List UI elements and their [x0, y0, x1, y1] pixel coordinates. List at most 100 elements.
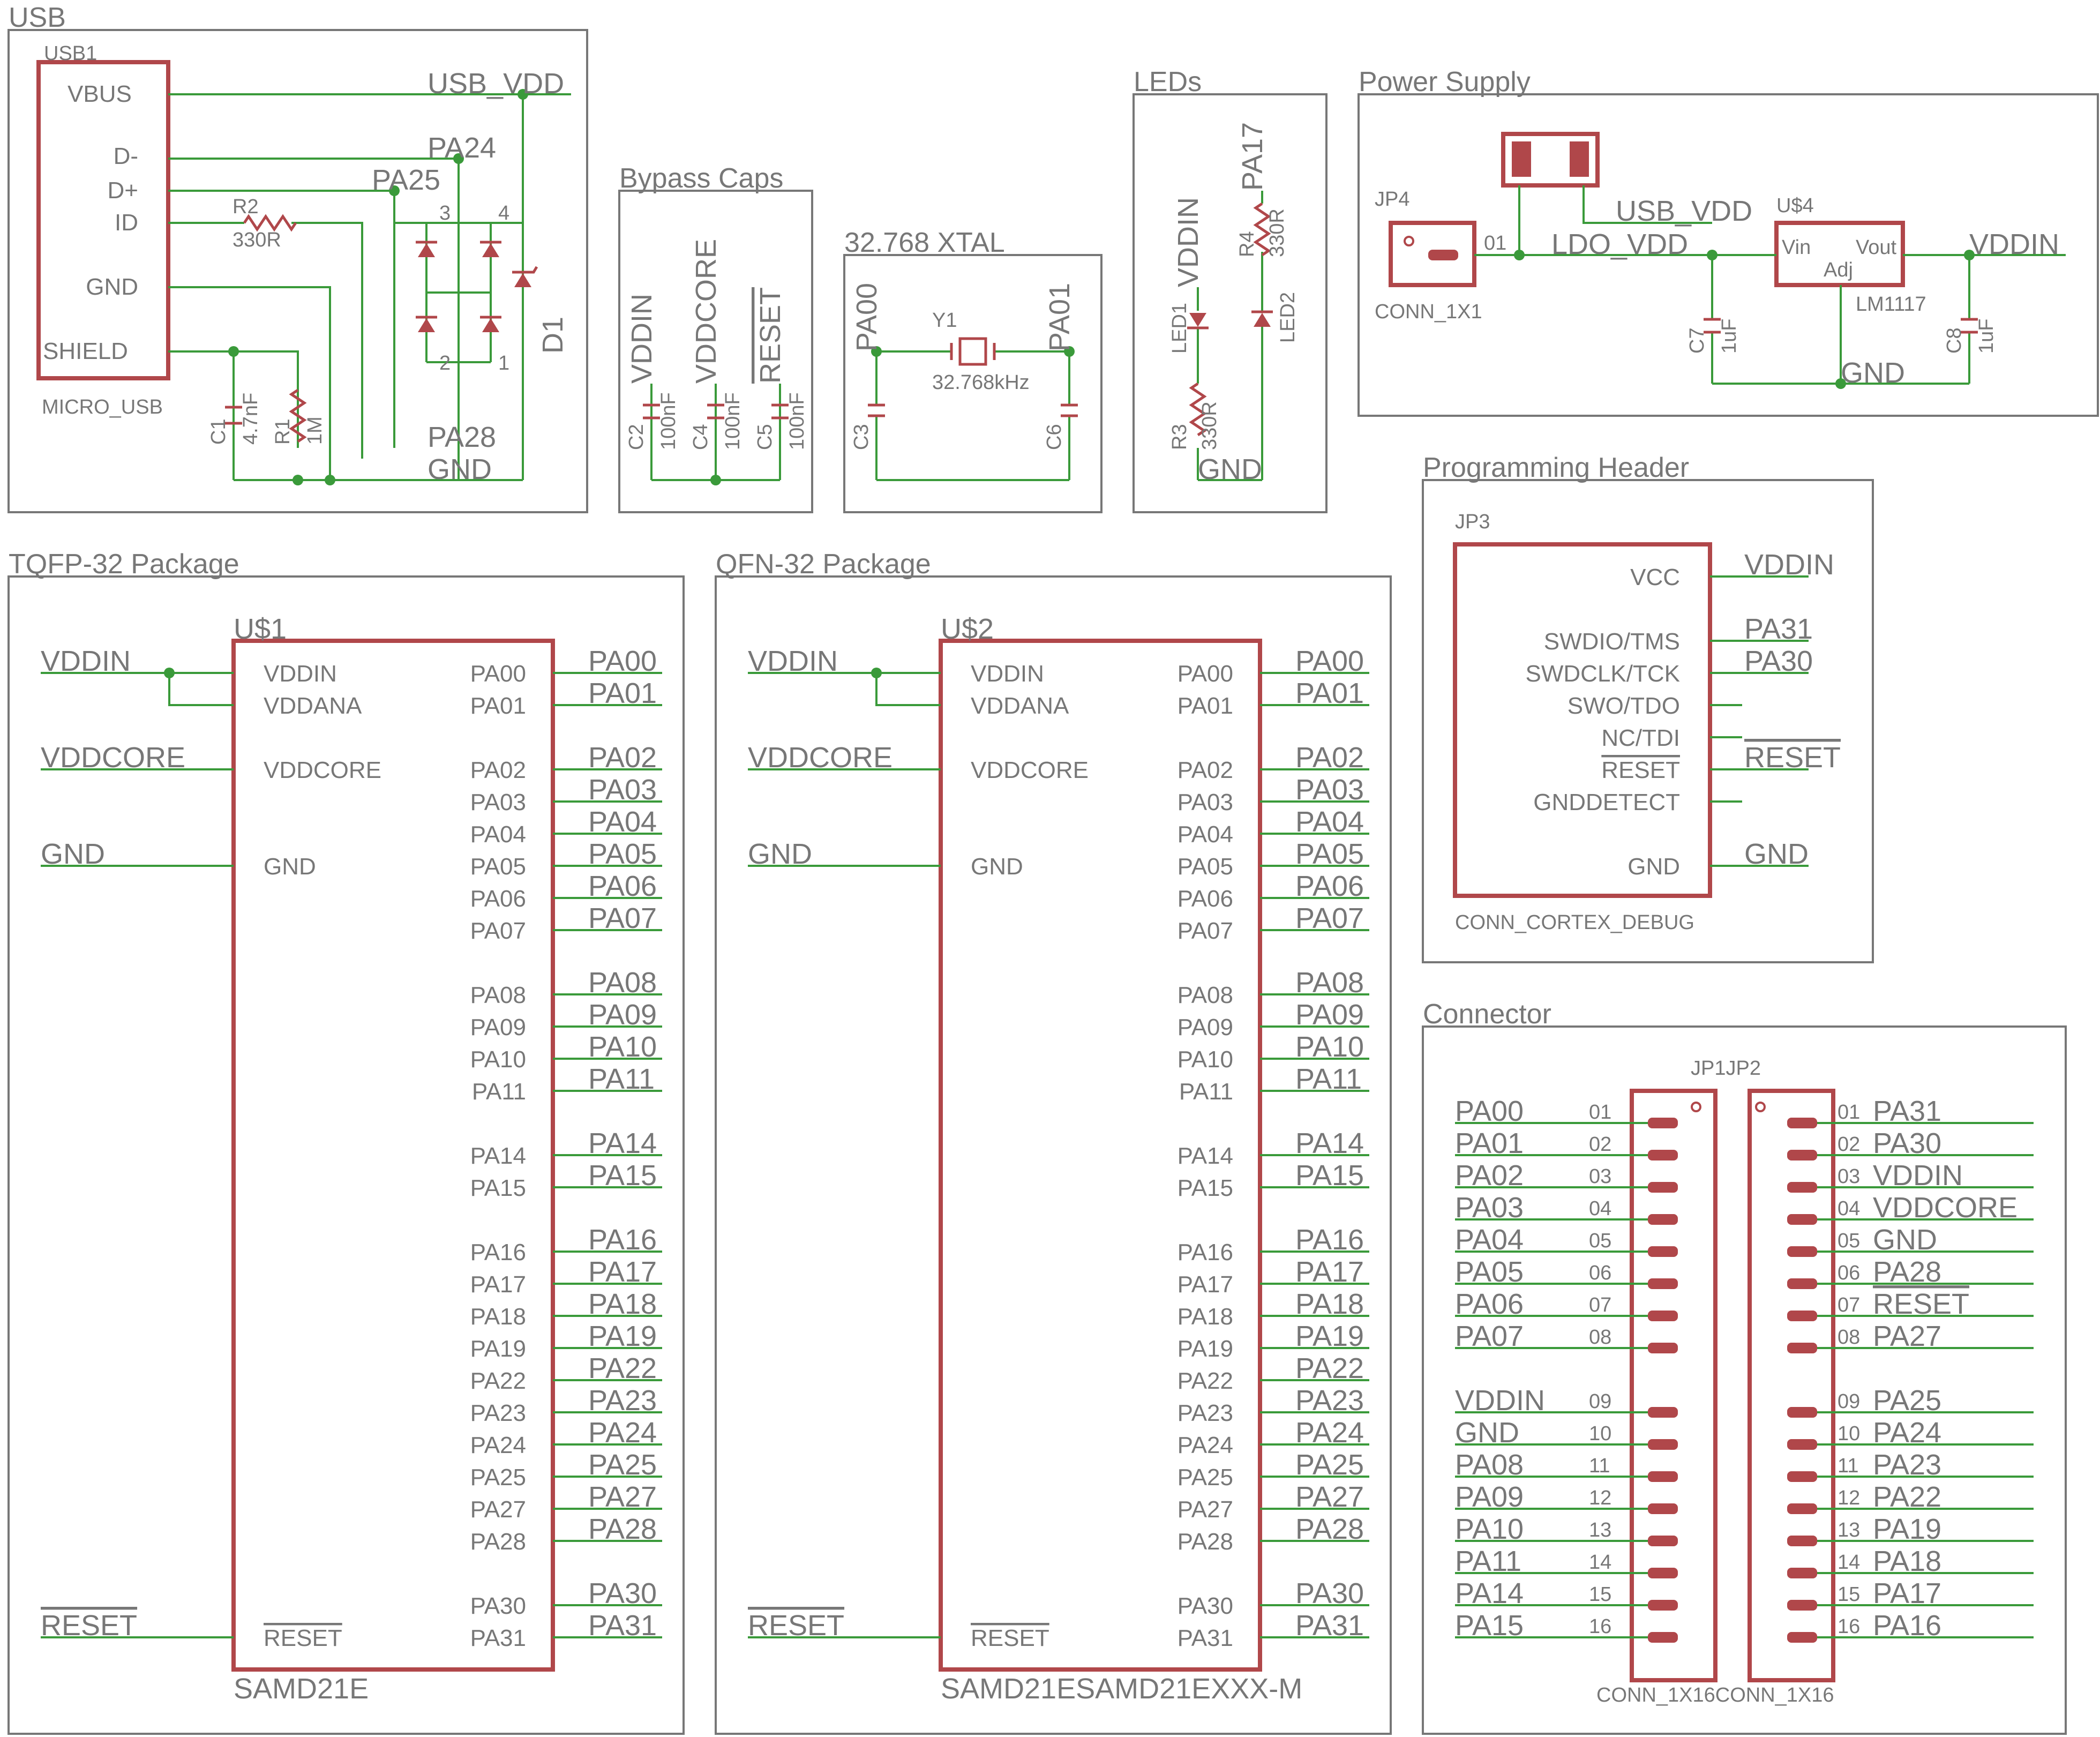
u2-net-pa04: PA04: [1295, 806, 1364, 838]
jp3-pin-6: GNDDETECT: [1533, 789, 1680, 815]
c5-value: 100nF: [786, 392, 808, 450]
u2-pin-pa17: PA17: [1178, 1271, 1233, 1298]
usb-title: USB: [9, 2, 66, 33]
jp4-value: CONN_1X1: [1375, 301, 1482, 323]
u2-net-pa16: PA16: [1295, 1224, 1364, 1256]
u2-pin-pa15: PA15: [1178, 1175, 1233, 1201]
jp1-pinnum-16: 16: [1589, 1615, 1611, 1638]
jp2-net-08: PA27: [1873, 1320, 1941, 1352]
jp2-pad-14: [1787, 1568, 1817, 1578]
usb1-ref: USB1: [44, 42, 97, 65]
jp2-pad-15: [1787, 1600, 1817, 1611]
u1-pin-pa11: PA11: [472, 1079, 526, 1105]
jp2-net-04: VDDCORE: [1873, 1192, 2018, 1224]
u1-pin-pa23: PA23: [470, 1400, 526, 1426]
y1-crystal: [958, 337, 987, 366]
u2-leftnet-gnd: GND: [748, 838, 812, 870]
u1-pin-pa17: PA17: [470, 1271, 526, 1298]
jp3-pin-7: GND: [1628, 853, 1680, 880]
jp2-net-07: RESET: [1873, 1288, 1969, 1320]
jp1-pad-13: [1648, 1536, 1678, 1546]
power-title: Power Supply: [1359, 66, 1531, 98]
u1-pin-pa15: PA15: [470, 1175, 526, 1201]
usb-pin-dplus: D+: [108, 177, 138, 204]
jp1-pinnum-11: 11: [1589, 1455, 1610, 1477]
u2-pin-gnd: GND: [971, 853, 1023, 880]
u1-net-pa16: PA16: [588, 1224, 657, 1256]
r3-value: 330R: [1198, 401, 1221, 450]
connector-section: Connector JP1JP2 CONN_1X16CONN_1X16 01PA…: [1422, 999, 2067, 1735]
u1-pin-pa14: PA14: [470, 1143, 526, 1169]
u2-pin-pa05: PA05: [1178, 853, 1233, 880]
u1-leftnet-vddin: VDDIN: [41, 645, 131, 677]
u2-pin-pa02: PA02: [1178, 757, 1233, 783]
jp1-net-01: PA00: [1455, 1095, 1524, 1127]
jp1-pinnum-10: 10: [1589, 1422, 1611, 1445]
u1-net-pa24: PA24: [588, 1417, 657, 1449]
jp2-net-11: PA23: [1873, 1449, 1941, 1481]
u2-pin-pa27: PA27: [1178, 1496, 1233, 1523]
u1-pin-pa00: PA00: [470, 661, 526, 687]
u1-pin-pa10: PA10: [470, 1046, 526, 1073]
jp1-jp2-ref: JP1JP2: [1691, 1057, 1761, 1080]
u2-net-pa24: PA24: [1295, 1417, 1364, 1449]
qfn-frame: [715, 575, 1392, 1735]
u1-pin-pa07: PA07: [470, 918, 526, 944]
jp3-pin-0: VCC: [1630, 564, 1680, 590]
u2-net-pa18: PA18: [1295, 1288, 1364, 1320]
u1-net-pa17: PA17: [588, 1256, 657, 1288]
r3-ref: R3: [1168, 424, 1191, 450]
prog-frame: [1422, 479, 1874, 963]
jp-values: CONN_1X16CONN_1X16: [1596, 1684, 1834, 1706]
usb-frame: [8, 29, 588, 513]
jp3-net-7: GND: [1744, 838, 1809, 870]
c2-value: 100nF: [657, 392, 680, 450]
bypass-net-reset: RESET: [754, 287, 786, 384]
leds-title: LEDs: [1134, 66, 1202, 98]
led-resistors: [1189, 202, 1271, 437]
u1-net-pa18: PA18: [588, 1288, 657, 1320]
u2-pin-pa08: PA08: [1178, 982, 1233, 1008]
u2-pin-pa03: PA03: [1178, 789, 1233, 815]
bypass-caps-section: Bypass Caps VDDIN VDDCORE RESET C2 100nF…: [618, 163, 813, 513]
d1-diodes: [418, 243, 499, 332]
usb-pin-gnd: GND: [86, 274, 138, 300]
jp3-value: CONN_CORTEX_DEBUG: [1455, 911, 1694, 934]
u2-pin-pa07: PA07: [1178, 918, 1233, 944]
c1-ref: C1: [207, 418, 230, 445]
jp3-pin-4: NC/TDI: [1601, 725, 1680, 751]
u1-pin-pa16: PA16: [470, 1239, 526, 1266]
jp1-pinnum-06: 06: [1589, 1262, 1611, 1284]
jp2-pinnum-05: 05: [1838, 1230, 1860, 1252]
u1-net-pa00: PA00: [588, 645, 657, 677]
r2-resistor: [243, 214, 297, 232]
jp2-pad-03: [1787, 1182, 1817, 1193]
jp2-net-03: VDDIN: [1873, 1159, 1963, 1192]
usb-net-pa25: PA25: [372, 164, 440, 196]
jp2-pinnum-10: 10: [1838, 1422, 1860, 1445]
jp1-pad-16: [1648, 1632, 1678, 1643]
u2-net-pa19: PA19: [1295, 1320, 1364, 1352]
d1-pin2: 2: [439, 352, 451, 375]
u2-net-pa17: PA17: [1295, 1256, 1364, 1288]
u2-leftnet-vddin: VDDIN: [748, 645, 838, 677]
jp2-pad-06: [1787, 1278, 1817, 1289]
u2-pin-reset: RESET: [971, 1625, 1049, 1651]
r2-value: 330R: [232, 229, 281, 251]
u2-ref: U$2: [941, 613, 994, 645]
bypass-net-vddin: VDDIN: [626, 294, 658, 384]
prog-title: Programming Header: [1423, 452, 1689, 483]
jp2-net-15: PA17: [1873, 1577, 1941, 1609]
u1-net-pa11: PA11: [588, 1063, 655, 1095]
jp1-pinnum-12: 12: [1589, 1487, 1611, 1509]
jp2-net-05: GND: [1873, 1224, 1937, 1256]
jp1-net-10: GND: [1455, 1417, 1519, 1449]
jp3-net-2: PA30: [1744, 645, 1813, 677]
qfn-title: QFN-32 Package: [716, 549, 931, 580]
u1-pin-pa09: PA09: [470, 1014, 526, 1040]
r4-value: 330R: [1266, 208, 1288, 257]
u1-pin-pa27: PA27: [470, 1496, 526, 1523]
jp3-pin-3: SWO/TDO: [1568, 693, 1680, 719]
u1-pin-pa30: PA30: [470, 1593, 526, 1619]
